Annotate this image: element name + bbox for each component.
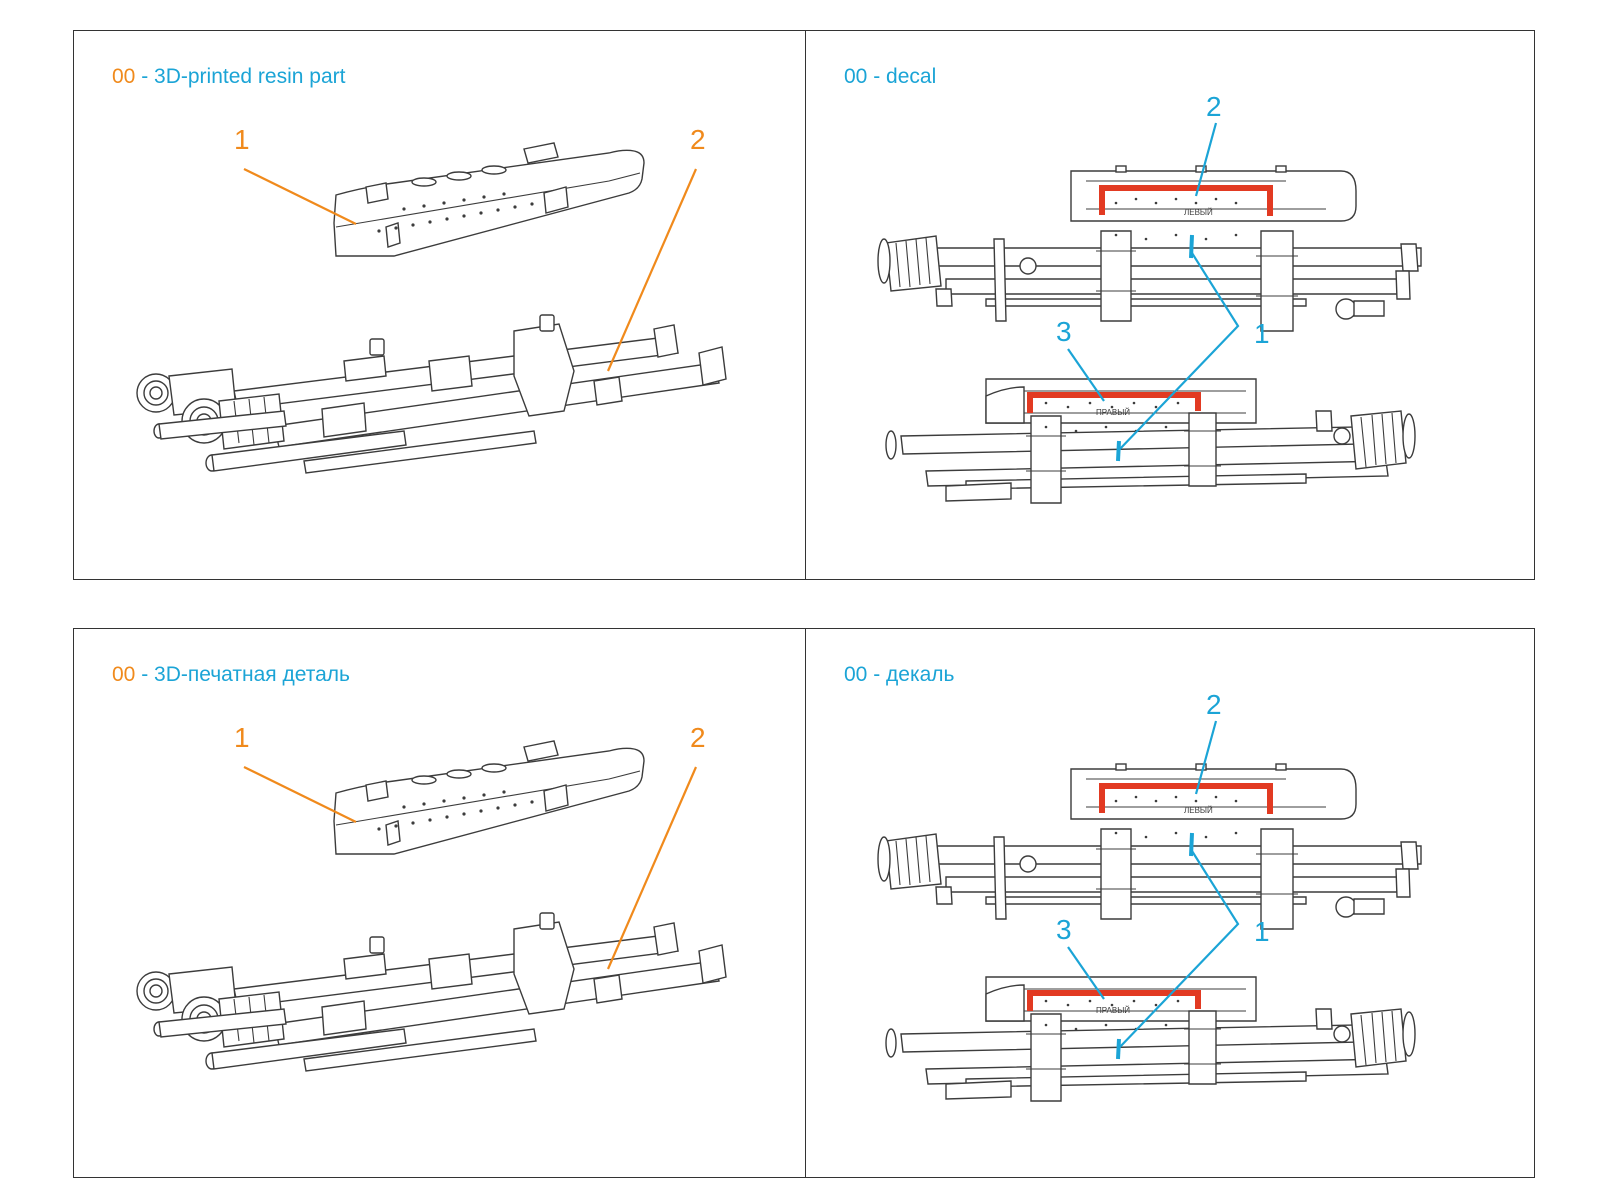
red-stripe-upper [1099, 783, 1273, 814]
panel-legend: 00 - декаль [844, 663, 955, 687]
orange-leaders: 1 2 [234, 722, 706, 970]
callout-1: 1 [1254, 318, 1270, 349]
callout-2: 2 [1206, 689, 1222, 720]
part-2-twin-gun-assembly [136, 912, 727, 1072]
panel-legend: 00 - 3D-печатная деталь [112, 663, 350, 687]
callout-2: 2 [690, 124, 706, 155]
callout-1: 1 [1254, 916, 1270, 947]
orange-leaders: 1 2 [234, 124, 706, 372]
resin-parts-panel-en: 00 - 3D-printed resin part [73, 30, 807, 580]
blue-mark-upper [1189, 832, 1194, 857]
part-1-gun-cover [333, 740, 645, 855]
cover-rivets [377, 192, 534, 233]
red-stripe-upper [1099, 185, 1273, 216]
decal-rivets-upper [1114, 795, 1238, 839]
callout-3: 3 [1056, 316, 1072, 347]
muzzle-left [136, 373, 176, 413]
red-stripe-lower [1027, 990, 1201, 1011]
blue-leaders: 2 1 3 [1056, 689, 1270, 1050]
resin-parts-panel-ru: 00 - 3D-печатная деталь [73, 628, 807, 1178]
red-stripe-lower [1027, 392, 1201, 413]
callout-3: 3 [1056, 914, 1072, 945]
stencil-pravyi: ПРАВЫЙ [1096, 1006, 1130, 1015]
legend-text: - 3D-печатная деталь [141, 663, 350, 686]
stencil-levyi: ЛЕВЫЙ [1184, 208, 1213, 217]
decal-drawing: ЛЕВЫЙ [877, 689, 1422, 1102]
legend-text: - 3D-printed resin part [141, 65, 346, 88]
part-1-gun-cover [333, 142, 645, 257]
upper-gun-assembly: ЛЕВЫЙ [877, 165, 1422, 332]
resin-parts-drawing: 1 2 [136, 124, 727, 474]
decal-drawing: ЛЕВЫЙ [877, 91, 1422, 504]
decal-panel-ru: 00 - декаль ЛЕВЫЙ [805, 628, 1535, 1178]
decal-panel-en: 00 - decal ЛЕВЫЙ [805, 30, 1535, 580]
legend-text: - decal [873, 65, 937, 88]
panel-legend: 00 - 3D-printed resin part [112, 65, 345, 89]
callout-2: 2 [1206, 91, 1222, 122]
part-code: 00 [844, 65, 868, 88]
cover-rivets [377, 790, 534, 831]
stencil-levyi: ЛЕВЫЙ [1184, 806, 1213, 815]
legend-text: - декаль [873, 663, 955, 686]
lower-gun-assembly: ПРАВЫЙ [885, 378, 1416, 504]
upper-gun-assembly: ЛЕВЫЙ [877, 763, 1422, 930]
stencil-pravyi: ПРАВЫЙ [1096, 408, 1130, 417]
callout-1: 1 [234, 722, 250, 753]
callout-1: 1 [234, 124, 250, 155]
blue-mark-upper [1189, 234, 1194, 259]
callout-2: 2 [690, 722, 706, 753]
part-code: 00 [844, 663, 868, 686]
resin-parts-drawing: 1 2 [136, 722, 727, 1072]
decal-rivets-upper [1114, 197, 1238, 241]
panel-legend: 00 - decal [844, 65, 936, 89]
blue-leaders: 2 1 3 [1056, 91, 1270, 452]
part-code: 00 [112, 65, 136, 88]
lower-gun-assembly: ПРАВЫЙ [885, 976, 1416, 1102]
part-2-twin-gun-assembly [136, 314, 727, 474]
part-code: 00 [112, 663, 136, 686]
